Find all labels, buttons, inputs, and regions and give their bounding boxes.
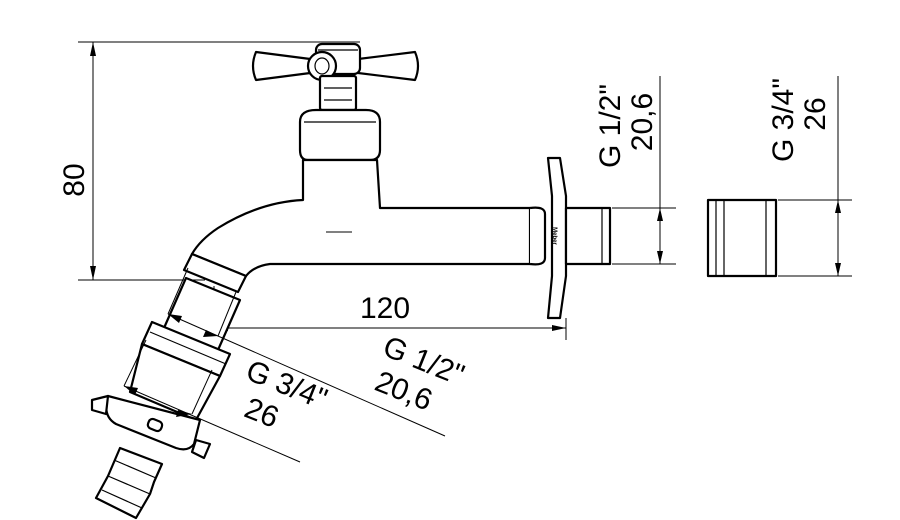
adapter-size-label: 26 (799, 97, 832, 130)
height-label: 80 (58, 163, 91, 196)
brand-mark: Meber (551, 227, 557, 245)
outlet-dimension: G 1/2" 20,6 (594, 76, 676, 265)
hose-connector (90, 276, 242, 520)
adapter-thread-label: G 3/4" (767, 78, 800, 162)
cross-handle (251, 42, 420, 82)
adapter-part: G 3/4" 26 (706, 76, 852, 278)
height-dimension: 80 (58, 41, 360, 281)
length-dimension: 120 (213, 286, 567, 340)
outlet-size-label: 20,6 (626, 93, 659, 151)
valve-body (182, 74, 532, 294)
length-label: 120 (360, 292, 410, 325)
wall-flange: Meber (529, 156, 612, 320)
outlet-thread-label: G 1/2" (594, 84, 627, 168)
